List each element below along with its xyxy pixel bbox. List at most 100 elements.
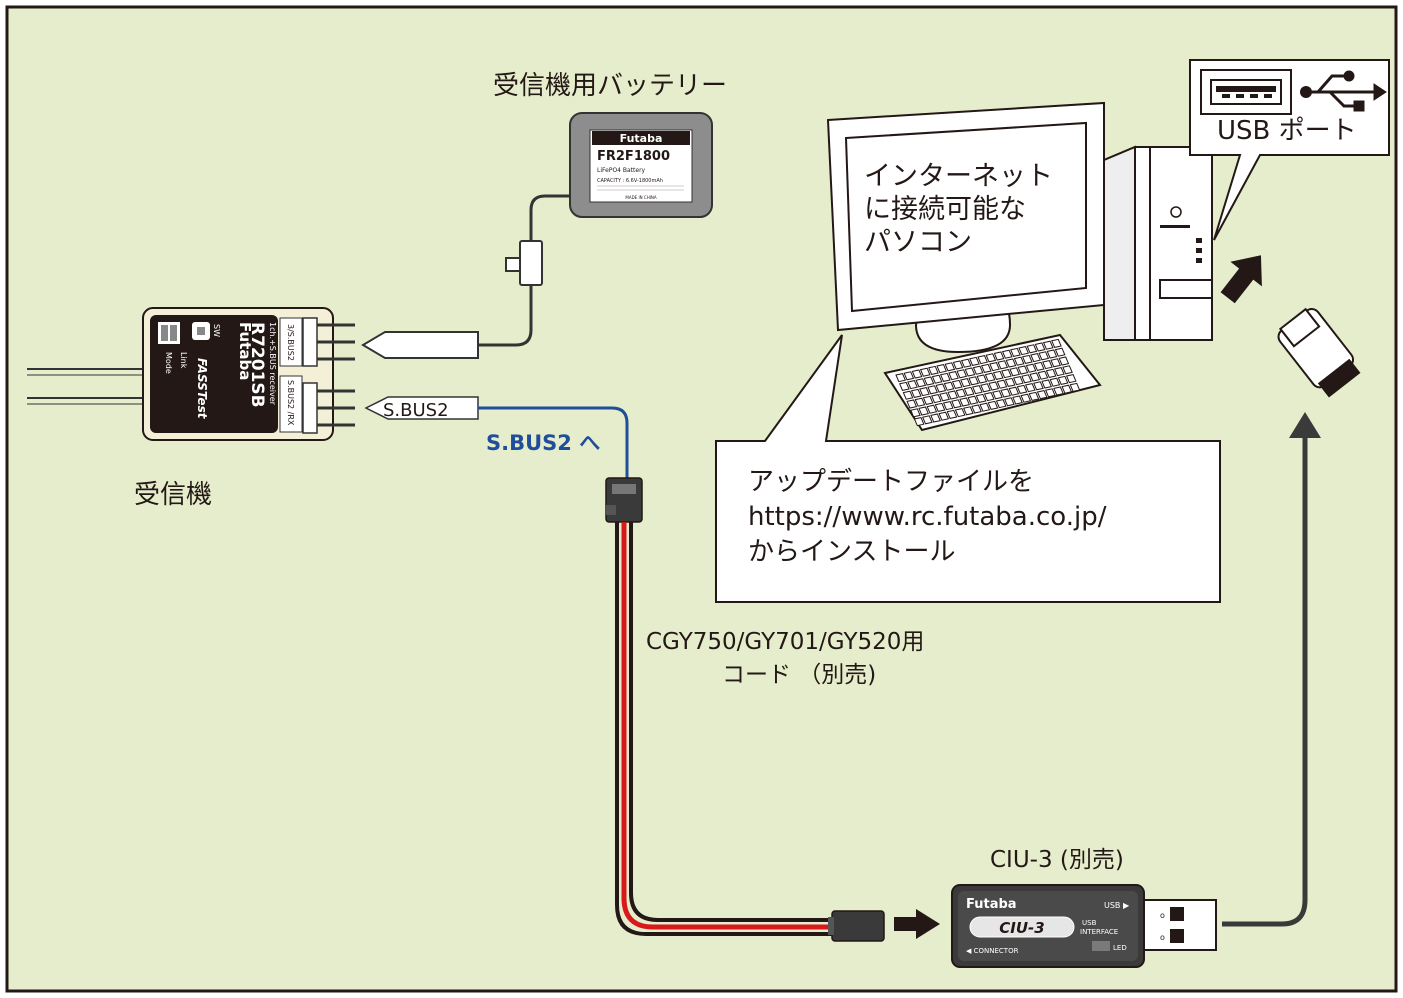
keyboard-key — [1036, 390, 1048, 400]
gyro-cable — [615, 522, 836, 936]
ciu-connector: ◀ CONNECTOR — [966, 947, 1019, 955]
receiver-brand: Futaba — [236, 322, 254, 380]
keyboard-key — [995, 399, 1007, 409]
cable-label-line2: コード （別売) — [722, 662, 877, 688]
receiver-icon: 3/S.BUS2 S.BUS2 /RX Futaba R7201SB 1ch.+… — [27, 307, 355, 441]
keyboard-key — [959, 397, 970, 407]
keyboard-key — [1020, 393, 1032, 403]
ciu3-icon: o o Futaba USB ▶ CIU-3 USB INTERFACE LED… — [951, 884, 1217, 968]
keyboard-key — [981, 363, 992, 373]
keyboard-key — [911, 369, 923, 379]
ciu-model: CIU-3 — [999, 919, 1044, 937]
usb-port-icon — [1200, 69, 1292, 115]
keyboard-key — [944, 362, 956, 372]
receiver-label: 受信機 — [134, 480, 213, 510]
sbus-destination-label: S.BUS2 へ — [486, 431, 601, 455]
keyboard-key — [1033, 381, 1044, 391]
keyboard-key — [939, 392, 950, 402]
keyboard-key — [942, 401, 954, 411]
keyboard-key — [960, 358, 972, 368]
keyboard-key — [992, 390, 1003, 400]
keyboard-key — [1016, 384, 1028, 394]
keyboard-key — [936, 364, 947, 374]
keyboard-key — [1009, 367, 1020, 377]
keyboard-key — [910, 388, 922, 398]
keyboard-key — [993, 351, 1005, 361]
keyboard-key — [928, 365, 939, 375]
arrow-up-icon — [1289, 412, 1321, 438]
keyboard-key — [903, 371, 915, 381]
keyboard-key — [1026, 344, 1038, 354]
receiver-mode: Mode — [164, 352, 173, 374]
keyboard-key — [984, 372, 996, 382]
battery-icon: Futaba FR2F1800 LiFePO4 Battery CAPACITY… — [569, 112, 713, 218]
keyboard-key — [1045, 388, 1056, 398]
keyboard-key — [1001, 349, 1013, 359]
keyboard-key — [1054, 367, 1065, 377]
monitor-icon — [826, 101, 1105, 354]
keyboard-key — [1045, 368, 1057, 378]
receiver-desc: 1ch.+S.BUS receiver — [268, 322, 277, 406]
battery-switch-icon — [519, 240, 543, 286]
keyboard-key — [969, 356, 980, 366]
receiver-model: R7201SB — [247, 322, 267, 408]
servo-connector-icon — [605, 477, 643, 523]
battery-label: 受信機用バッテリー — [493, 71, 728, 101]
keyboard-key — [1025, 363, 1037, 373]
keyboard-key — [1013, 376, 1024, 386]
keyboard-key — [1058, 356, 1070, 366]
receiver-port2: S.BUS2 /RX — [286, 380, 295, 426]
keyboard-key — [951, 379, 963, 389]
ciu-brand: Futaba — [966, 897, 1017, 912]
keyboard-key — [1051, 338, 1062, 348]
usb-route-line — [1222, 435, 1308, 927]
keyboard-key — [996, 379, 1008, 389]
usb-plug-icon — [1277, 307, 1361, 398]
keyboard-key — [931, 374, 943, 384]
keyboard-key — [983, 392, 995, 402]
keyboard-key — [947, 390, 959, 400]
keyboard-key — [926, 404, 938, 414]
svg-text:o: o — [1160, 911, 1165, 920]
keyboard-key — [956, 369, 968, 379]
keyboard-key — [985, 353, 997, 363]
keyboard-key — [902, 390, 914, 400]
ciu-led: LED — [1113, 944, 1127, 952]
keyboard-key — [927, 385, 938, 395]
keyboard-key — [988, 381, 1000, 391]
keyboard-key — [1034, 342, 1046, 352]
keyboard-key — [1038, 351, 1050, 361]
keyboard-icon — [883, 333, 1102, 432]
keyboard-key — [938, 411, 950, 421]
keyboard-key — [980, 383, 991, 393]
keyboard-key — [906, 399, 918, 409]
keyboard-key — [943, 381, 955, 391]
keyboard-key — [918, 406, 929, 416]
keyboard-key — [968, 376, 979, 386]
keyboard-key — [913, 417, 925, 427]
keyboard-key — [1005, 358, 1017, 368]
sbus-tag-label: S.BUS2 — [383, 400, 449, 421]
keyboard-key — [1050, 358, 1061, 368]
receiver-sw: SW — [212, 324, 221, 337]
keyboard-key — [1061, 384, 1073, 394]
keyboard-key — [946, 409, 958, 419]
ciu-usb: USB ▶ — [1104, 901, 1130, 910]
keyboard-key — [987, 400, 999, 410]
keyboard-key — [1054, 347, 1066, 357]
update-line3: からインストール — [748, 537, 956, 567]
keyboard-key — [979, 402, 991, 412]
keyboard-key — [1004, 397, 1015, 407]
keyboard-key — [1028, 391, 1040, 401]
keyboard-key — [1033, 361, 1045, 371]
battery-capacity: CAPACITY : 6.6V-1800mAh — [597, 178, 663, 184]
keyboard-key — [997, 360, 1009, 370]
arrow-insert-icon — [1220, 255, 1262, 304]
keyboard-key — [931, 394, 942, 404]
keyboard-key — [1004, 377, 1016, 387]
battery-type: LiFePO4 Battery — [597, 167, 646, 174]
keyboard-key — [1001, 369, 1012, 379]
keyboard-key — [1037, 370, 1049, 380]
